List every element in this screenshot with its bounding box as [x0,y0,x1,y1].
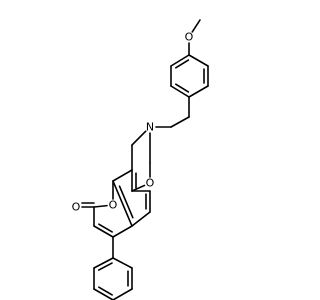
bond-c4-c4a [112,225,133,238]
bond-ph_c3-ph_c4 [93,288,114,300]
atom-label-o7: O [146,177,155,190]
atom-label-o1: O [109,199,118,212]
bond-ph_c6-ph_c1 [112,257,133,269]
bond-o1-c2 [93,204,108,208]
bond-c3-c4 [93,225,114,238]
bond-pmp_c6-pmp_c1-inner [174,59,190,69]
bond-pmp_c3-pmp_c4 [188,85,209,98]
bond-ph_c4-ph_c5 [112,288,133,300]
bond-pmp_c6-pmp_c1 [170,54,190,67]
bond-ph_c1-ph_c2 [93,257,114,269]
bond-methoxy_c-methoxy_o [191,19,201,33]
bond-pmp_c4-pmp_c5-inner [174,83,190,93]
atom-label-methoxy_o: O [185,31,194,44]
bond-pmp_c1-pmp_c2 [188,54,209,67]
bond-c4a-c5 [131,211,151,227]
bond-ph_c3-ph_c4-inner [98,286,113,296]
molecule-structure-diagram: O N O O O [71,19,209,300]
bond-ethyl_c1-ethyl_c2 [170,116,190,128]
atom-label-layer: O N O O O [72,31,194,214]
bond-c10a-c10b [112,169,133,182]
atom-label-n9: N [146,121,154,134]
atom-label-carbonyl_o: O [72,201,81,214]
bond-pmp_c4-pmp_c5 [170,85,190,98]
bond-ph_c1-ph_c2-inner [97,262,113,271]
bond-o7-c6a [131,184,146,192]
bond-layer [81,19,209,300]
bond-n9-c10 [131,130,147,146]
bond-c4a-c10b [112,180,133,227]
bond-c4a-c10b-inner [118,185,134,219]
bond-c3-c4-inner [98,223,113,233]
